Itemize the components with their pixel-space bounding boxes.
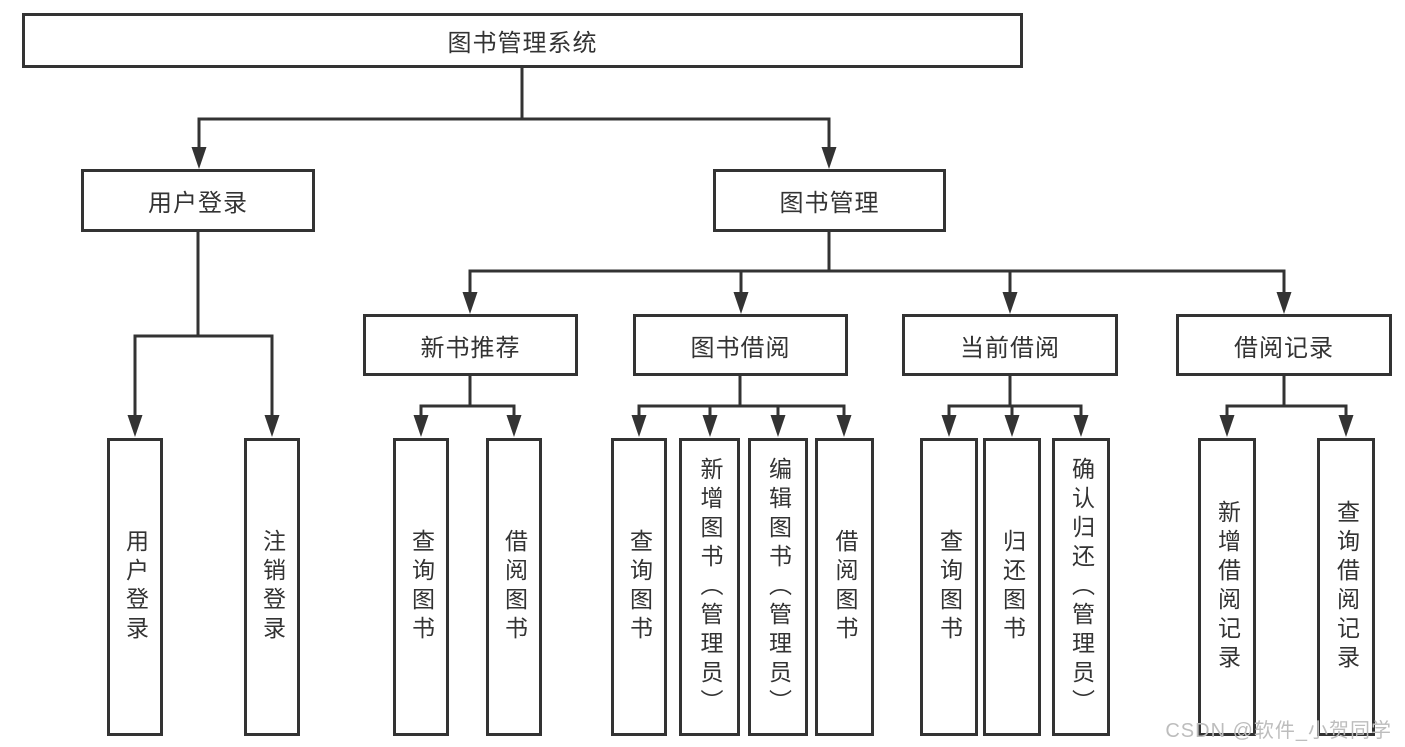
arrow-down-icon [1002, 292, 1018, 314]
node-book-borrowing: 图书借阅 [633, 314, 848, 376]
arrow-down-icon [462, 292, 478, 314]
node-leaf-confirm-return-admin: 确认归还（管理员） [1052, 438, 1110, 736]
node-label: 图书管理系统 [447, 30, 598, 57]
node-new-book-recommend: 新书推荐 [363, 314, 578, 376]
node-label: 借阅图书 [832, 529, 858, 645]
node-root-system: 图书管理系统 [22, 13, 1023, 68]
arrow-down-icon [506, 415, 522, 437]
node-label: 查询图书 [408, 529, 435, 645]
node-label: 新增图书（管理员） [697, 456, 723, 718]
arrow-down-icon [1004, 415, 1020, 437]
node-leaf-add-borrow-record: 新增借阅记录 [1198, 438, 1256, 736]
node-current-borrowing: 当前借阅 [902, 314, 1118, 376]
node-label: 用户登录 [148, 190, 248, 217]
node-label: 查询图书 [936, 529, 963, 645]
arrowheads [127, 147, 1354, 437]
node-label: 新书推荐 [420, 334, 521, 362]
arrow-down-icon [264, 415, 280, 437]
node-label: 当前借阅 [960, 334, 1060, 362]
node-leaf-add-books-admin: 新增图书（管理员） [679, 438, 740, 736]
node-label: 用户登录 [122, 529, 149, 645]
node-leaf-user-login: 用户登录 [107, 438, 163, 736]
arrow-down-icon [1276, 292, 1292, 314]
node-label: 新增借阅记录 [1214, 500, 1241, 674]
arrow-down-icon [1338, 415, 1354, 437]
arrow-down-icon [770, 415, 786, 437]
arrow-down-icon [127, 415, 143, 437]
node-label: 查询图书 [626, 529, 653, 645]
node-leaf-logout: 注销登录 [244, 438, 300, 736]
node-leaf-query-borrow-record: 查询借阅记录 [1317, 438, 1375, 736]
node-leaf-query-books-1: 查询图书 [393, 438, 449, 736]
arrow-down-icon [702, 415, 718, 437]
arrow-down-icon [941, 415, 957, 437]
node-leaf-query-books-3: 查询图书 [920, 438, 978, 736]
arrow-down-icon [733, 292, 749, 314]
node-label: 编辑图书（管理员） [765, 456, 792, 718]
arrow-down-icon [836, 415, 852, 437]
node-label: 图书管理 [779, 190, 880, 217]
arrow-down-icon [413, 415, 429, 437]
arrow-down-icon [631, 415, 647, 437]
node-label: 借阅记录 [1234, 334, 1334, 362]
arrow-down-icon [191, 147, 207, 169]
watermark: CSDN @软件_小贺同学 [1165, 720, 1392, 742]
node-user-login: 用户登录 [81, 169, 315, 232]
node-label: 借阅图书 [501, 529, 528, 645]
node-leaf-query-books-2: 查询图书 [611, 438, 667, 736]
node-label: 确认归还（管理员） [1068, 456, 1095, 718]
node-label: 图书借阅 [690, 334, 791, 362]
arrow-down-icon [1073, 415, 1089, 437]
node-leaf-return-books: 归还图书 [983, 438, 1041, 736]
node-leaf-borrow-books-2: 借阅图书 [815, 438, 874, 736]
node-book-management: 图书管理 [713, 169, 946, 232]
node-label: 注销登录 [259, 529, 286, 645]
node-borrowing-records: 借阅记录 [1176, 314, 1392, 376]
arrow-down-icon [821, 147, 837, 169]
node-label: 归还图书 [999, 529, 1026, 645]
node-leaf-edit-books-admin: 编辑图书（管理员） [748, 438, 808, 736]
node-label: 查询借阅记录 [1333, 500, 1360, 674]
arrow-down-icon [1219, 415, 1235, 437]
node-leaf-borrow-books-1: 借阅图书 [486, 438, 542, 736]
